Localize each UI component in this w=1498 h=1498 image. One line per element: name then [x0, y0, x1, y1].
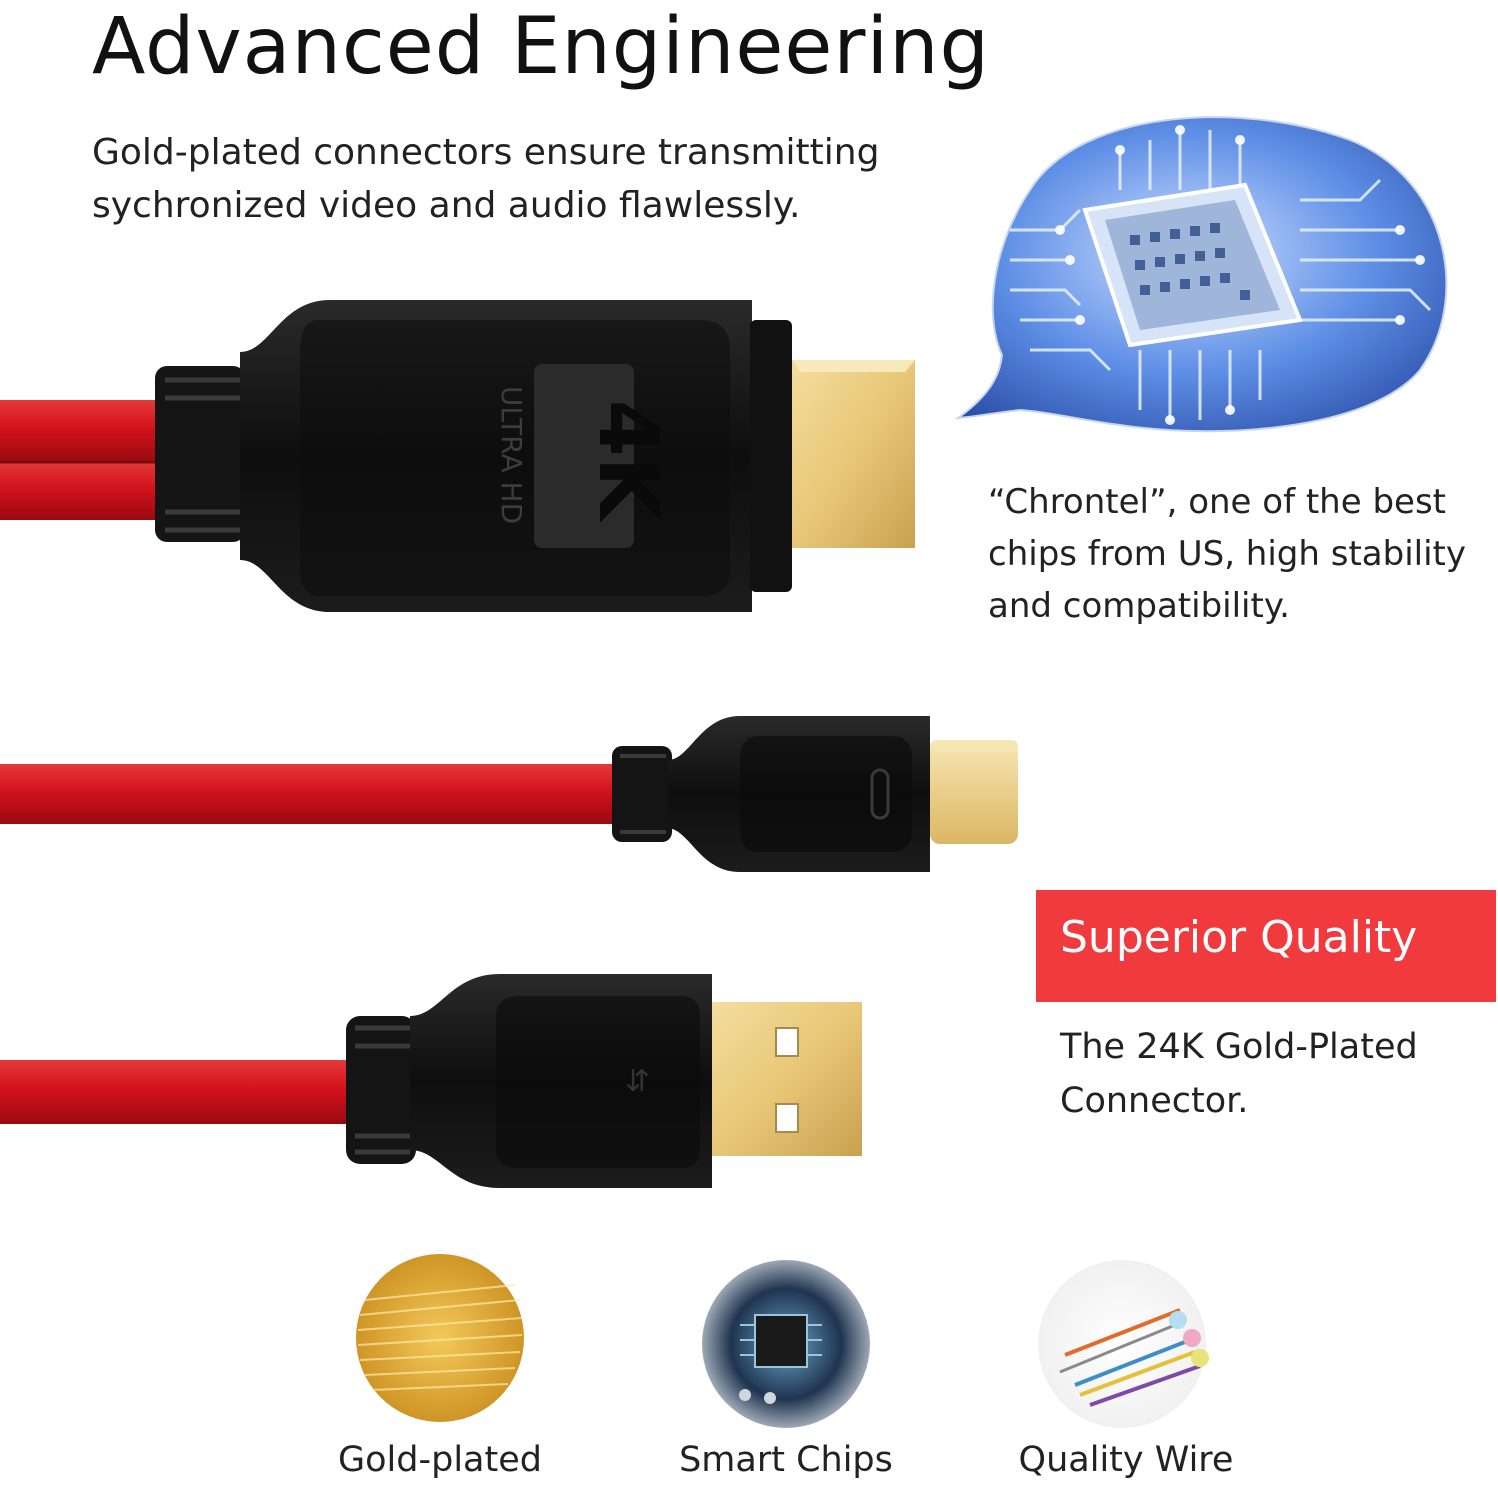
feature-label-gold-plated: Gold-plated [338, 1440, 542, 1480]
usb-c-plug [612, 716, 1018, 872]
intro-text: Gold-plated connectors ensure transmitti… [92, 126, 879, 232]
hdmi-plug: 4K ULTRA HD [155, 300, 915, 612]
superior-quality-badge: Superior Quality [1036, 890, 1496, 1002]
quality-line-2: Connector. [1060, 1081, 1249, 1121]
chip-description: “Chrontel”, one of the best chips from U… [988, 476, 1466, 632]
processor-chip-icon [1082, 182, 1303, 348]
chip-line-2: chips from US, high stability [988, 534, 1466, 574]
chip-line-3: and compatibility. [988, 586, 1290, 626]
quality-line-1: The 24K Gold-Plated [1060, 1027, 1418, 1067]
usb-c-cable [0, 764, 625, 824]
hdmi-cable [0, 400, 170, 520]
circuit-bubble [954, 116, 1448, 433]
hdmi-4k-badge: 4K [580, 400, 675, 524]
feature-gold-plated-image [356, 1254, 524, 1422]
page-title: Advanced Engineering [92, 2, 991, 92]
intro-line-2: sychronized video and audio flawlessly. [92, 185, 801, 226]
hdmi-ultra-hd-label: ULTRA HD [495, 386, 528, 524]
chip-line-1: “Chrontel”, one of the best [988, 482, 1447, 522]
intro-line-1: Gold-plated connectors ensure transmitti… [92, 132, 880, 173]
gold-wire-icon [357, 1284, 523, 1391]
usb-a-plug: ⇆ [346, 974, 862, 1188]
usb-symbol-icon: ⇆ [620, 1067, 655, 1092]
feature-smart-chips-image [702, 1260, 870, 1428]
quality-description: The 24K Gold-Plated Connector. [1060, 1020, 1418, 1128]
superior-quality-label: Superior Quality [1060, 912, 1418, 963]
circuit-traces [1010, 130, 1432, 420]
feature-label-quality-wire: Quality Wire [1018, 1440, 1234, 1480]
feature-label-smart-chips: Smart Chips [679, 1440, 893, 1480]
feature-quality-wire-image [1038, 1260, 1209, 1428]
wire-strands-icon [1059, 1308, 1209, 1407]
usb-a-cable [0, 1060, 360, 1124]
chip-board-icon [739, 1314, 822, 1404]
